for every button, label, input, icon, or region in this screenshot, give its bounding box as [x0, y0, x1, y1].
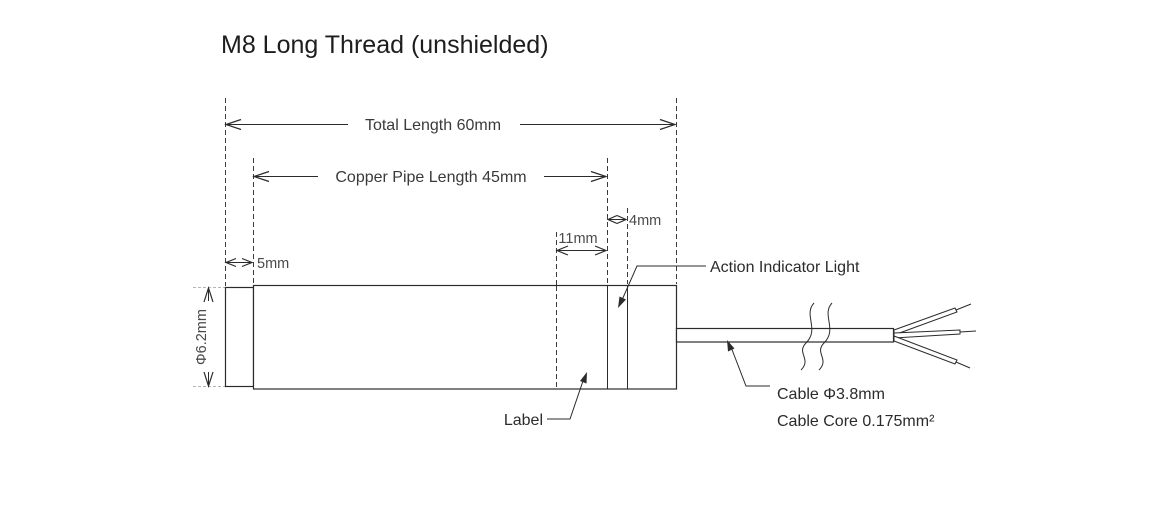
callout-cable: Cable Φ3.8mm Cable Core 0.175mm²	[727, 340, 935, 430]
leader-arrowhead	[580, 372, 587, 384]
arrowhead-right	[659, 118, 677, 131]
break-symbol-left-wave	[800, 302, 815, 371]
label-width-label: 11mm	[558, 231, 597, 247]
dimension-label-width: 11mm	[555, 231, 608, 256]
leader-line	[547, 377, 585, 420]
total-length-label: Total Length 60mm	[365, 117, 501, 134]
cable-diameter-label: Cable Φ3.8mm	[777, 386, 885, 403]
arrowhead-right	[594, 245, 608, 256]
copper-pipe-length-label: Copper Pipe Length 45mm	[335, 169, 526, 186]
wire-strands	[893, 303, 977, 369]
arrowhead-down	[203, 371, 214, 388]
callout-label: Label	[504, 372, 587, 429]
break-symbol-right-wave	[818, 302, 833, 371]
arrowhead-right	[590, 170, 608, 183]
cable	[675, 327, 895, 343]
action-indicator-light-label: Action Indicator Light	[710, 259, 860, 276]
dimension-total-length: Total Length 60mm	[224, 117, 677, 134]
wire-tip-top	[955, 303, 972, 311]
dimension-body-diameter: Φ6.2mm	[194, 286, 214, 388]
arrowhead-left	[606, 214, 618, 225]
arrowhead-left	[555, 245, 569, 256]
copper-pipe-body	[252, 284, 678, 390]
leader-arrowhead	[618, 296, 626, 308]
arrowhead-right	[616, 214, 628, 225]
leader-arrowhead	[727, 340, 735, 352]
arrowhead-right	[241, 257, 254, 268]
leader-line	[730, 346, 770, 387]
arrowhead-up	[203, 286, 214, 303]
body-diameter-label: Φ6.2mm	[194, 309, 210, 365]
wire-tip-bottom	[955, 361, 971, 369]
dimension-indicator-width: 4mm	[606, 213, 661, 229]
cable-assembly	[675, 302, 977, 371]
dimension-thread-length: 5mm	[224, 256, 289, 272]
thread-section	[224, 286, 255, 388]
thread-length-label: 5mm	[257, 256, 289, 272]
arrowhead-left	[224, 118, 242, 131]
diagram-title: M8 Long Thread (unshielded)	[221, 31, 549, 59]
cable-core-label: Cable Core 0.175mm²	[777, 413, 935, 430]
arrowhead-left	[224, 257, 237, 268]
sensor-body	[224, 284, 678, 390]
arrowhead-left	[252, 170, 270, 183]
callout-action-indicator-light: Action Indicator Light	[618, 259, 860, 308]
wire-strand-bottom	[893, 335, 958, 365]
indicator-width-label: 4mm	[629, 213, 661, 229]
leader-line	[621, 265, 706, 301]
wire-tip-middle	[959, 330, 977, 333]
label-callout-text: Label	[504, 412, 543, 429]
dimension-copper-pipe-length: Copper Pipe Length 45mm	[252, 169, 608, 186]
